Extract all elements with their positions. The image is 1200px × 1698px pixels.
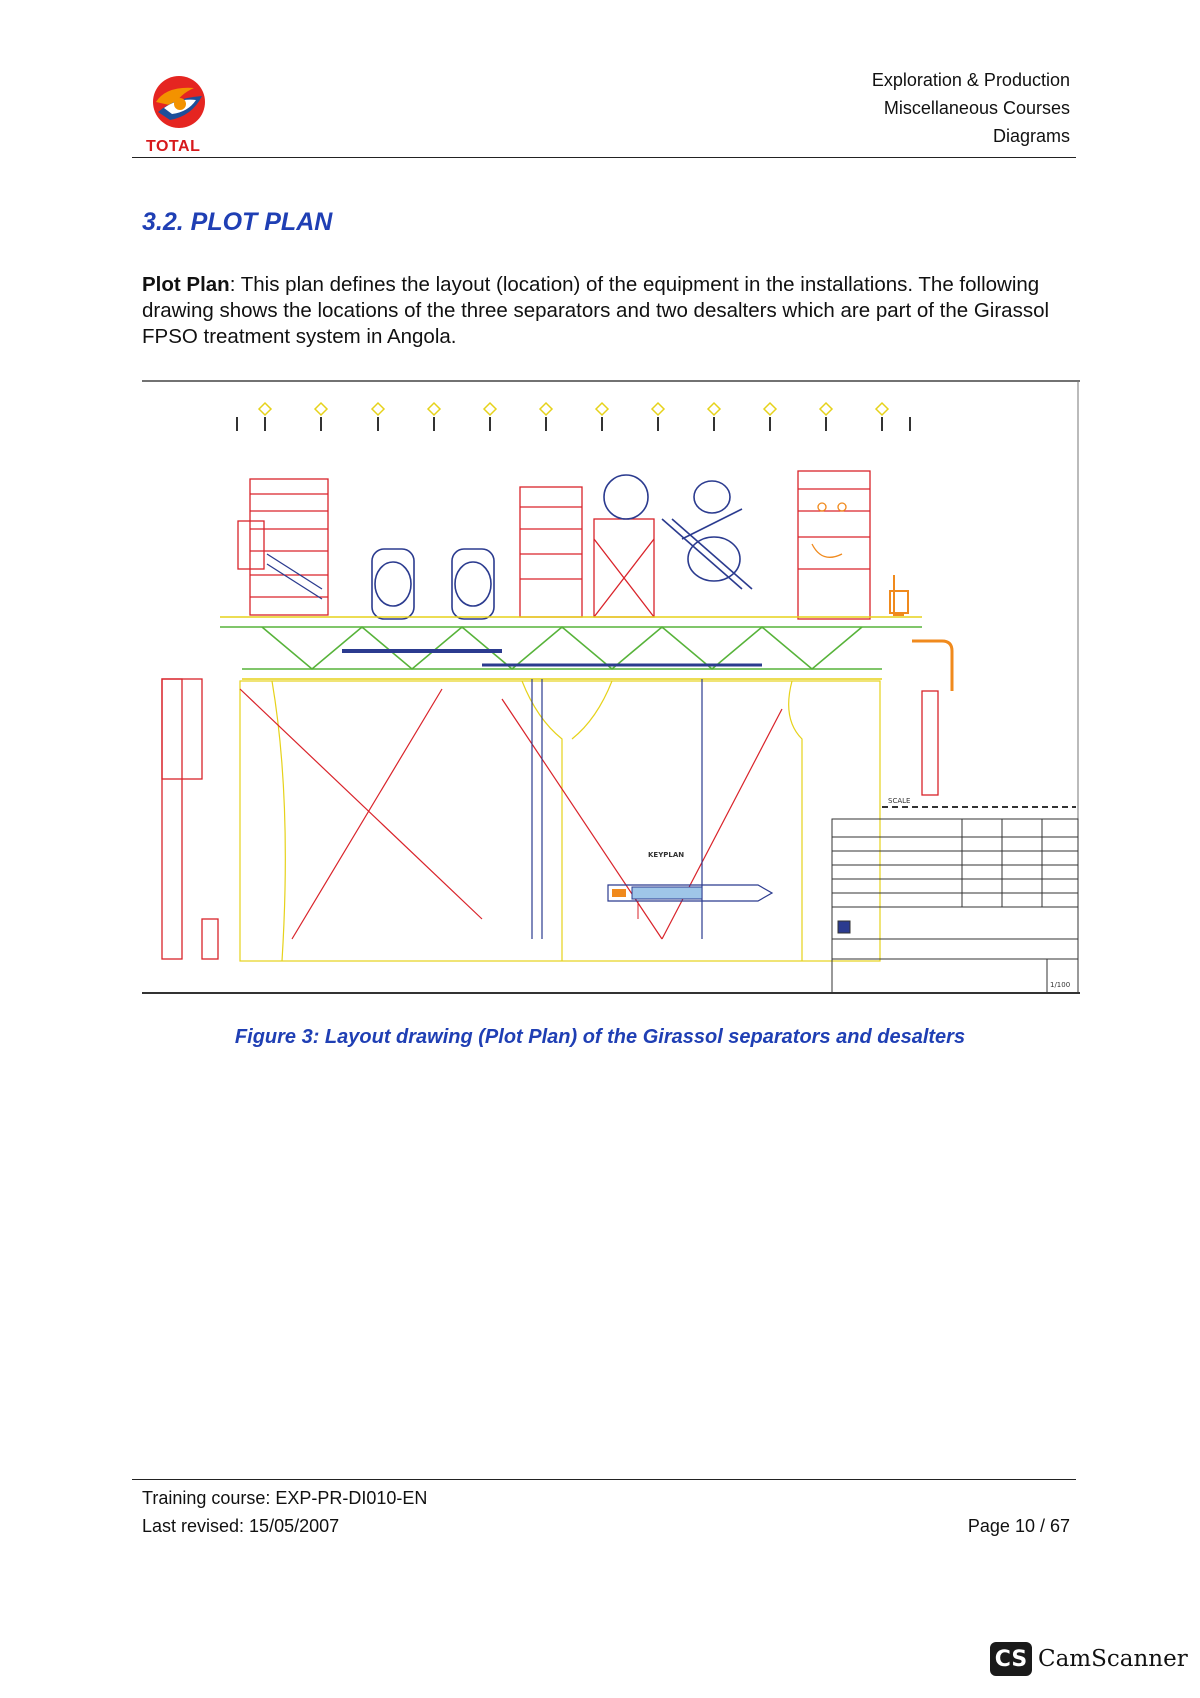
section-title: 3.2. PLOT PLAN: [142, 208, 333, 236]
training-course: Training course: EXP-PR-DI010-EN: [142, 1488, 428, 1508]
page-number: Page 10 / 67: [967, 1516, 1070, 1536]
deck-truss: [220, 616, 954, 691]
desalter-vessels: [371, 548, 495, 620]
header-line-3: Diagrams: [992, 126, 1070, 146]
camscanner-icon: CS: [990, 1642, 1032, 1676]
header-info: Exploration & Production Miscellaneous C…: [872, 66, 1070, 150]
separator-vessels: [603, 474, 753, 590]
last-revised: Last revised: 15/05/2007: [142, 1516, 340, 1536]
camscanner-watermark: CS CamScanner: [990, 1642, 1188, 1676]
figure-caption: Figure 3: Layout drawing (Plot Plan) of …: [234, 1026, 966, 1048]
camscanner-name: CamScanner: [1038, 1646, 1188, 1672]
right-module: [797, 470, 871, 620]
intro-term: Plot Plan: [142, 273, 230, 296]
title-block: [831, 806, 1079, 994]
plot-plan-drawing: SCALE 1/100 KEYPLAN: [142, 379, 1080, 999]
scale-value: 1/100: [1050, 981, 1070, 989]
scale-label: SCALE: [888, 797, 910, 805]
header-line-2: Miscellaneous Courses: [883, 98, 1070, 118]
central-red-structure: [519, 486, 655, 618]
keyplan: KEYPLAN: [607, 851, 774, 919]
hull-outline: [239, 679, 881, 962]
left-module: [237, 478, 329, 616]
total-logo: TOTAL: [144, 68, 214, 160]
header-line-1: Exploration & Production: [871, 70, 1070, 90]
header-divider: [132, 157, 1076, 158]
grid-markers: [257, 401, 890, 417]
plot-plan-svg: SCALE 1/100 KEYPLAN: [142, 380, 1080, 994]
intro-text: : This plan defines the layout (location…: [142, 273, 1050, 348]
keyplan-label: KEYPLAN: [648, 851, 684, 859]
intro-paragraph: Plot Plan: This plan defines the layout …: [142, 272, 1072, 350]
footer-divider: [132, 1479, 1076, 1480]
footer-left: Training course: EXP-PR-DI010-EN Last re…: [142, 1484, 427, 1540]
logo-wordmark: TOTAL: [146, 138, 201, 155]
total-logo-icon: [153, 76, 205, 128]
